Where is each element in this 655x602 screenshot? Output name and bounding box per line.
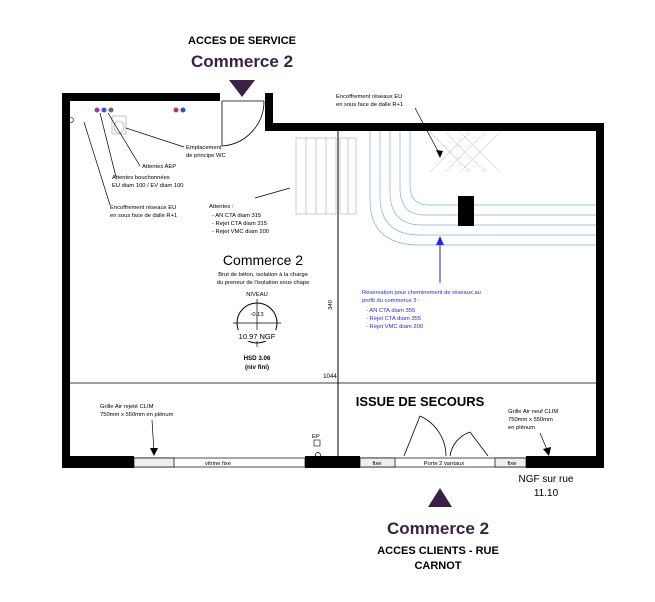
grille-right-2: 750mm x 550mm (508, 417, 553, 423)
client-access-title: Commerce 2 (387, 519, 489, 538)
note-leader-top (414, 107, 441, 156)
pipe-markers (68, 107, 186, 135)
ep-box (313, 439, 321, 447)
duct-routes (369, 131, 596, 246)
blue-note-3: - AN CTA diam 355 (366, 308, 415, 314)
fixe-right-label: fixe (507, 461, 516, 467)
vitrine-label: vitrine fixe (205, 461, 231, 467)
client-access-line1: ACCES CLIENTS - RUE (377, 545, 499, 557)
note-attentes-title: Attentes : (209, 204, 234, 210)
note-attentes-1: - AN CTA diam 315 (212, 213, 261, 219)
note-attentes-bouch-2: EU diam 100 / EV diam 100 (112, 183, 184, 189)
level-mid: -0.13 (250, 312, 263, 318)
ngf-backdrop (238, 330, 276, 341)
level-top: NIVEAU (246, 292, 268, 298)
double-door (403, 415, 489, 457)
hsd-1: HSD 3.06 (244, 355, 271, 362)
service-access-arrow (229, 80, 255, 97)
hatched-zone (429, 131, 501, 173)
street-ngf-label: NGF sur rue (518, 474, 573, 485)
glazing (133, 457, 527, 468)
note-attentes-3: - Rejet VMC diam 200 (212, 229, 269, 235)
column (458, 196, 474, 226)
blue-note-5: - Rejet VMC diam 200 (366, 324, 423, 330)
emergency-exit-label: ISSUE DE SECOURS (356, 394, 485, 409)
client-access-arrow (428, 488, 452, 507)
note-leaders (83, 112, 291, 206)
dimension-1044: 1044 (323, 373, 337, 380)
note-attentes-2: - Rejet CTA diam 315 (212, 221, 267, 227)
stair-ducts (295, 137, 357, 215)
wc-placeholder (111, 115, 127, 135)
grille-left-1: Grille Air rejeté CLIM (100, 404, 154, 410)
client-access-line2: CARNOT (414, 560, 461, 572)
blue-note-2: profit du commerce 3 : (362, 298, 420, 304)
service-access-title: ACCES DE SERVICE (188, 35, 296, 47)
dimension-340: 340 (328, 300, 334, 310)
service-door (221, 100, 265, 147)
grille-left-arrow (150, 448, 158, 456)
blue-leader-arrow (436, 236, 444, 245)
walls (62, 93, 604, 468)
street-ngf-value: 11.10 (534, 488, 559, 499)
note-encoffrement-left-1: Encoffrement réseaux EU (110, 205, 176, 211)
grille-left-2: 750mm x 550mm en plénum (100, 412, 174, 418)
grille-right-1: Grille Air neuf CLIM (508, 409, 558, 415)
level-ngf: 10.97 NGF (239, 332, 276, 341)
blue-note-4: - Rejet CTA diam 355 (366, 316, 421, 322)
note-encoffrement-top-1: Encoffrement réseaux EU (336, 94, 402, 100)
note-attentes-aep: Attentes AEP (142, 164, 176, 170)
hsd-2: (niv fini) (245, 364, 269, 371)
service-access-subtitle: Commerce 2 (191, 52, 293, 71)
grille-right-arrow (543, 447, 551, 456)
note-emplacement-2: de principe WC (186, 153, 226, 159)
note-attentes-bouch-1: Attentes bouchonnées (112, 175, 170, 181)
room-note-brut-1: Brut de béton, isolation à la charge (218, 272, 308, 278)
note-leader-top-arrow (436, 150, 443, 158)
blue-note-1: Réservation pour cheminement de réseaux … (362, 290, 481, 296)
grille-right-3: en plénum (508, 425, 535, 431)
note-encoffrement-left-2: en sous face de dalle R+1 (110, 213, 177, 219)
note-encoffrement-top-2: en sous face de dalle R+1 (336, 102, 403, 108)
ep-drain (315, 452, 321, 458)
room-note-brut-2: du preneur de l'isolation sous chape (217, 280, 310, 286)
ep-label: EP (312, 434, 320, 440)
note-emplacement-1: Emplacement (186, 145, 222, 151)
room-name: Commerce 2 (223, 252, 303, 268)
door-label: Porte 2 vantaux (424, 461, 465, 467)
fixe-left-label: fixe (372, 461, 381, 467)
grille-left-leader (151, 419, 155, 453)
